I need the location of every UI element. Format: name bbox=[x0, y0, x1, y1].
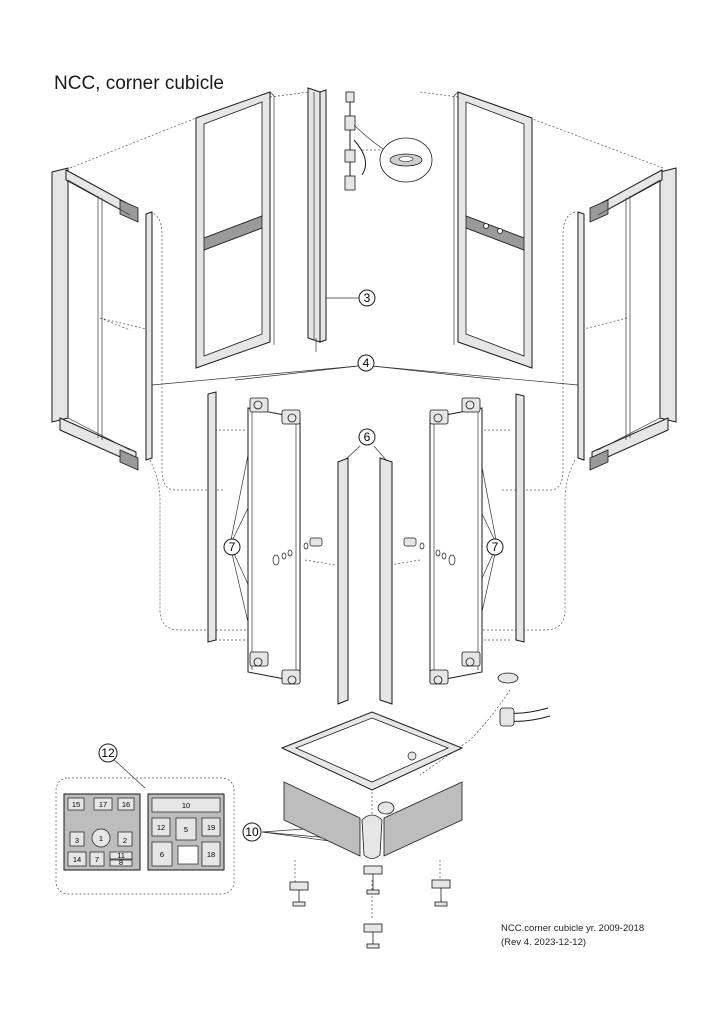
shower-set bbox=[344, 91, 433, 191]
svg-text:7: 7 bbox=[229, 540, 236, 554]
slot-label: 16 bbox=[122, 800, 130, 809]
shower-tray bbox=[280, 711, 464, 791]
drain-assembly bbox=[497, 672, 551, 727]
svg-text:10: 10 bbox=[245, 825, 259, 839]
slot-label: 1 bbox=[99, 834, 103, 843]
slot-label: 7 bbox=[95, 855, 99, 864]
packing-trays: 15 17 16 3 1 2 14 7 8 11 10 12 5 19 6 18 bbox=[55, 777, 235, 895]
callout-12: 12 bbox=[98, 743, 118, 763]
callout-7-right: 7 bbox=[486, 538, 504, 556]
callout-7-left: 7 bbox=[223, 538, 241, 556]
callout-6: 6 bbox=[358, 428, 376, 446]
slot-label: 19 bbox=[207, 823, 215, 832]
tray-feet bbox=[289, 865, 451, 949]
slot-label: 5 bbox=[184, 825, 188, 834]
callout-10: 10 bbox=[242, 822, 262, 842]
slot-label: 14 bbox=[73, 855, 81, 864]
front-panels bbox=[283, 781, 463, 859]
slot-label: 3 bbox=[75, 836, 79, 845]
slot-label: 6 bbox=[160, 850, 164, 859]
right-door-frame bbox=[577, 167, 677, 471]
slot-label: 17 bbox=[99, 800, 107, 809]
slot-label: 18 bbox=[207, 850, 215, 859]
slot-label: 15 bbox=[72, 800, 80, 809]
slot-label: 10 bbox=[182, 801, 190, 810]
right-hinged-door bbox=[403, 393, 525, 685]
slot-label: 12 bbox=[157, 823, 165, 832]
seal-strips bbox=[337, 457, 393, 705]
footer-model-line: NCC.corner cubicle yr. 2009-2018 bbox=[501, 923, 645, 934]
svg-text:4: 4 bbox=[363, 356, 370, 370]
footer-revision-line: (Rev 4. 2023-12-12) bbox=[501, 937, 587, 948]
left-window-panel bbox=[195, 91, 275, 369]
left-door-frame bbox=[51, 167, 153, 471]
svg-text:6: 6 bbox=[364, 430, 371, 444]
callout-3: 3 bbox=[358, 289, 376, 307]
svg-text:12: 12 bbox=[101, 746, 115, 760]
slot-label: 8 bbox=[119, 858, 123, 867]
slot-label: 11 bbox=[117, 851, 125, 860]
left-hinged-door bbox=[207, 391, 323, 685]
center-post bbox=[307, 87, 327, 352]
slot-label: 2 bbox=[123, 836, 127, 845]
right-window-panel bbox=[453, 91, 533, 369]
callout-4: 4 bbox=[357, 354, 375, 372]
svg-text:7: 7 bbox=[492, 540, 499, 554]
svg-text:3: 3 bbox=[364, 291, 371, 305]
page-title: NCC, corner cubicle bbox=[54, 73, 224, 94]
